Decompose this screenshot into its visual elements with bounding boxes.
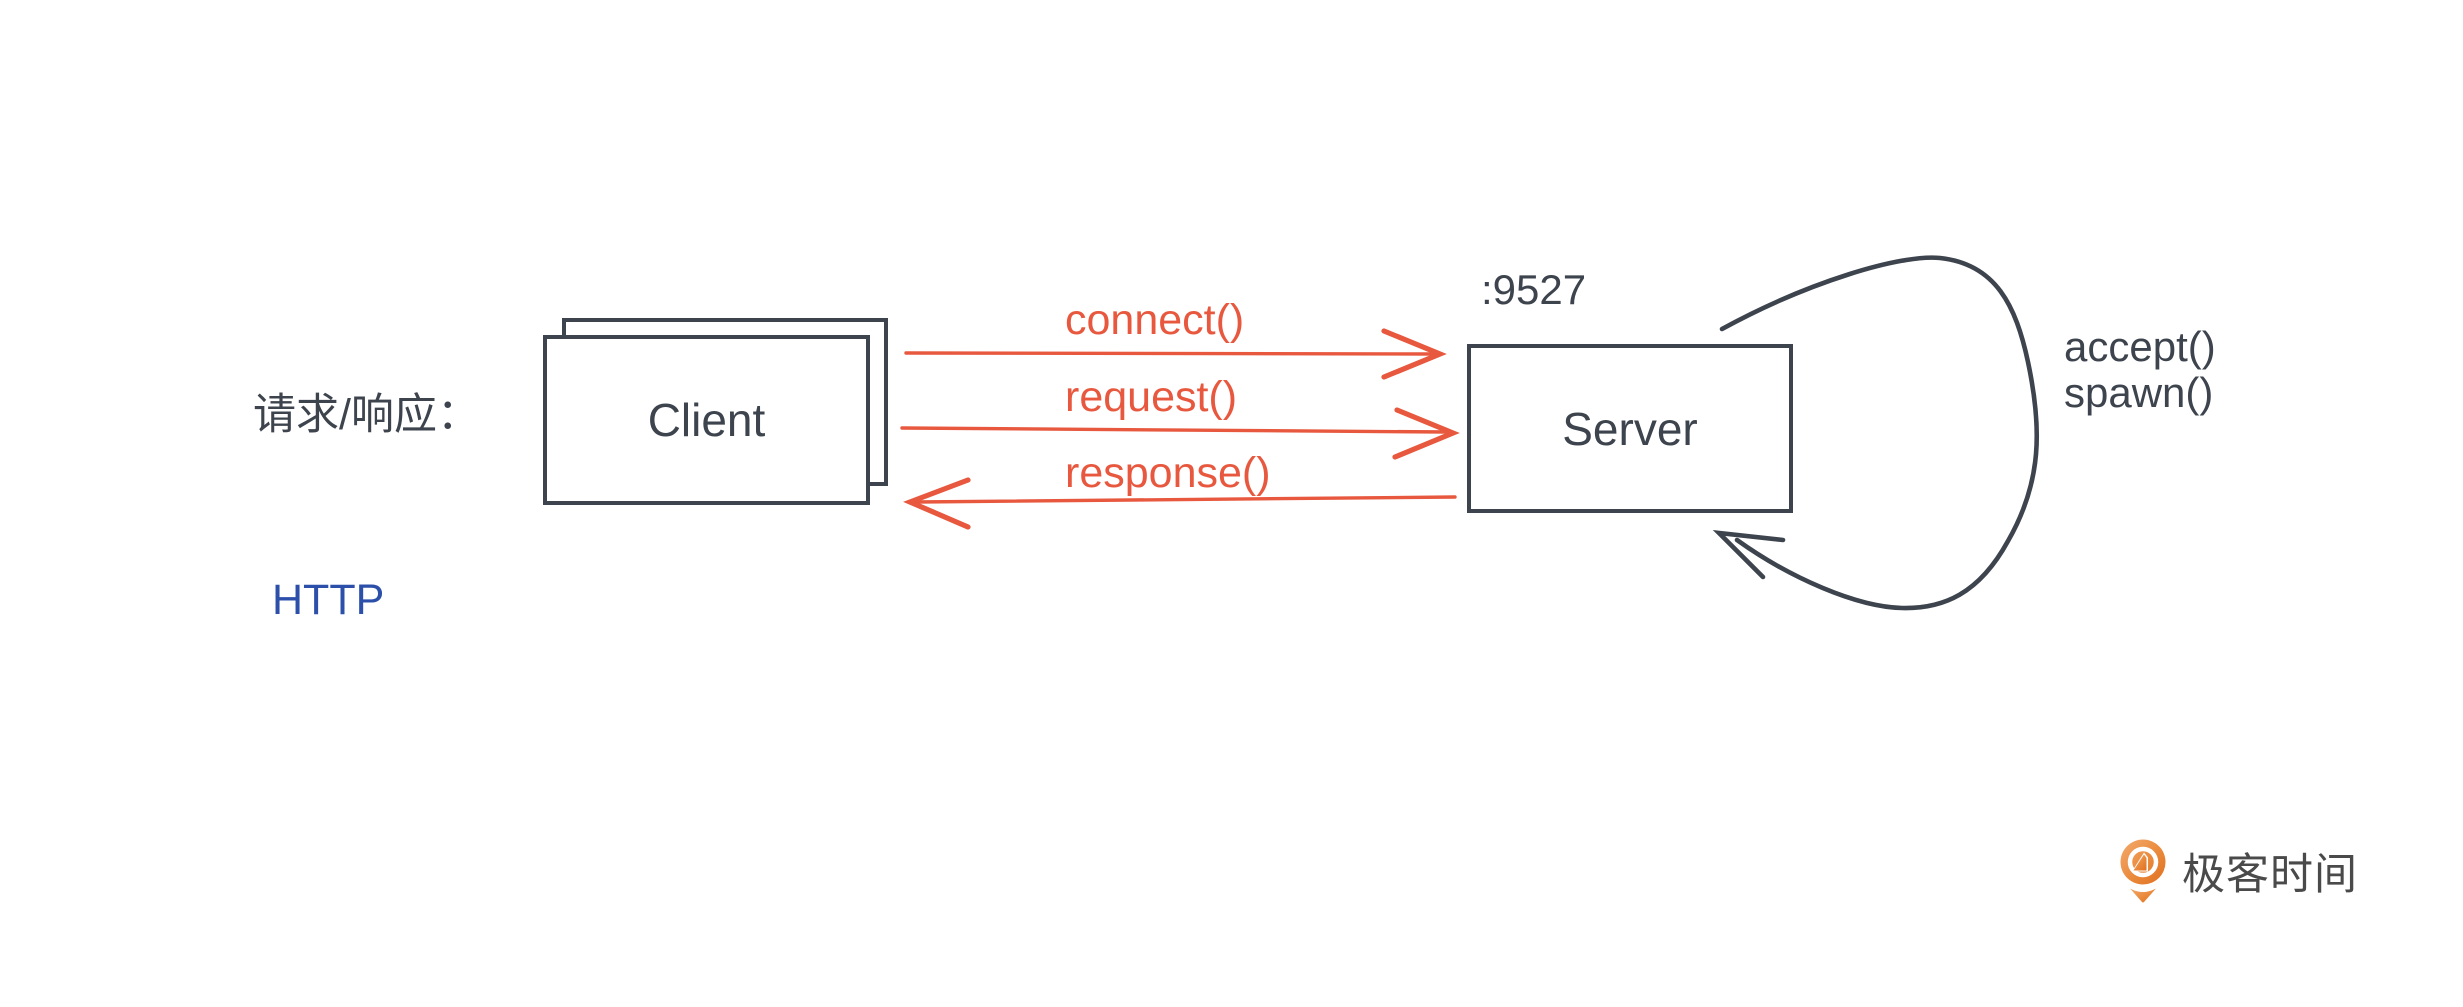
- connect-arrow: [904, 328, 1447, 380]
- accept-call-label: accept(): [2064, 323, 2216, 370]
- request-call-label: request(): [1065, 373, 1238, 421]
- response-call-label: response(): [1065, 449, 1271, 497]
- client-box-label: Client: [647, 394, 766, 446]
- request-arrow: [900, 407, 1460, 460]
- protocol-label: HTTP: [272, 576, 385, 624]
- server-box: Server: [1467, 344, 1793, 513]
- response-arrow: [903, 477, 1457, 530]
- server-loop-arrow: [1712, 255, 2040, 611]
- connect-call-label: connect(): [1065, 296, 1245, 344]
- server-box-label: Server: [1562, 402, 1698, 455]
- geektime-logo: 极客时间: [2118, 838, 2358, 904]
- geektime-logo-icon: [2120, 839, 2166, 903]
- server-port-label: :9527: [1481, 266, 1587, 313]
- section-label: 请求/响应：: [253, 391, 480, 439]
- client-box: Client: [543, 335, 870, 505]
- spawn-call-label: spawn(): [2064, 369, 2214, 416]
- geektime-logo-text: 极客时间: [2182, 851, 2358, 899]
